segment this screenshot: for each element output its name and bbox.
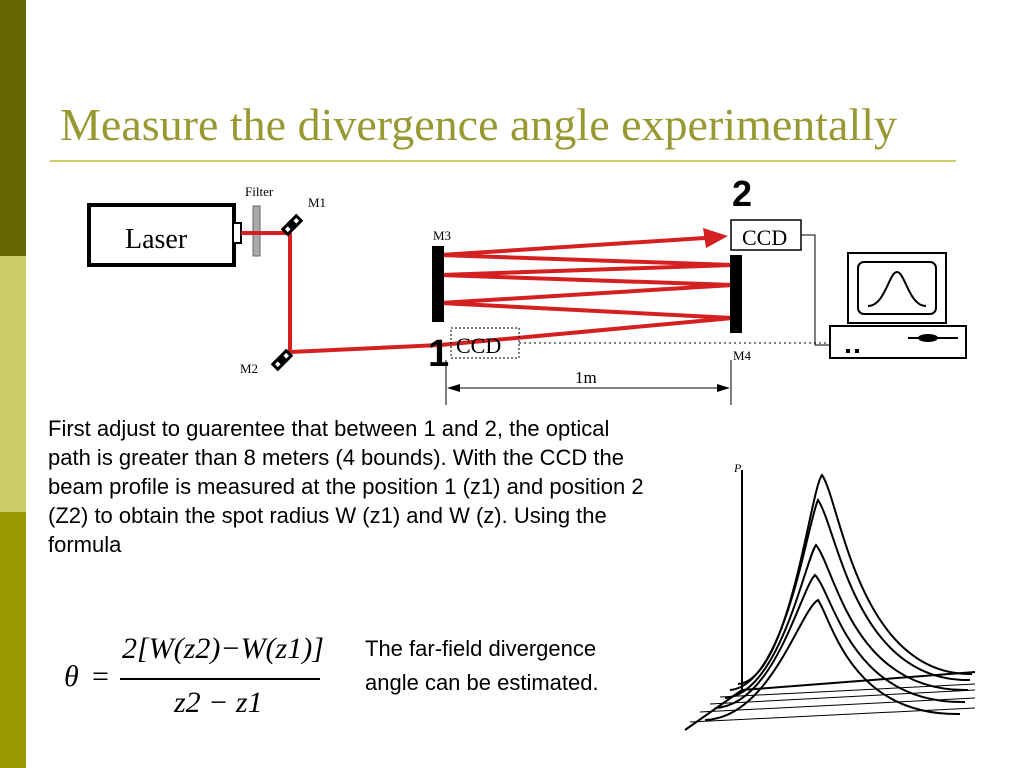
formula-theta: θ	[64, 660, 79, 693]
formula-numerator: 2[W(z2)−W(z1)]	[122, 632, 324, 665]
slide-title: Measure the divergence angle experimenta…	[60, 99, 898, 150]
computer-icon	[829, 252, 967, 359]
position-2-label: 2	[732, 173, 752, 214]
dimension-arrow-right	[717, 384, 730, 392]
m3-label: M3	[433, 228, 451, 243]
mirror-m4	[730, 255, 742, 333]
mirror-m1	[280, 213, 304, 237]
profile-axis-label: P	[733, 461, 742, 475]
formula-denominator: z2 − z1	[174, 686, 263, 719]
formula-equals: =	[92, 660, 109, 693]
body-paragraph: First adjust to guarentee that between 1…	[48, 416, 644, 557]
beam-arrowhead	[703, 228, 728, 248]
laser-box	[87, 203, 236, 267]
position-1-label: 1	[428, 333, 449, 375]
ccd-label-2: CCD	[742, 225, 787, 250]
filter-label: Filter	[245, 184, 274, 199]
distance-label: 1m	[575, 368, 597, 387]
m1-label: M1	[308, 195, 326, 210]
laser-beam	[241, 231, 734, 354]
mirror-m3	[432, 246, 444, 322]
ccd-label-1: CCD	[456, 333, 501, 358]
ccd-position-2	[730, 219, 802, 251]
ccd-position-1	[450, 327, 520, 359]
title-underline	[50, 160, 956, 162]
divergence-formula: θ = 2[W(z2)−W(z1)] z2 − z1	[62, 630, 332, 730]
m4-label: M4	[733, 348, 752, 363]
sidebar-band-middle	[0, 256, 26, 512]
sidebar-band-bottom	[0, 512, 26, 768]
mirror-m2	[270, 348, 294, 372]
sidebar-band-top	[0, 0, 26, 256]
laser-label: Laser	[125, 224, 188, 255]
dimension-arrow-left	[447, 384, 460, 392]
beam-profile-image: P	[656, 455, 996, 768]
ccd-cable	[801, 234, 830, 346]
formula-fraction-bar	[120, 678, 320, 680]
laser-aperture	[232, 222, 242, 244]
m2-label: M2	[240, 361, 258, 376]
caption-text: The far-field divergence angle can be es…	[365, 636, 599, 695]
